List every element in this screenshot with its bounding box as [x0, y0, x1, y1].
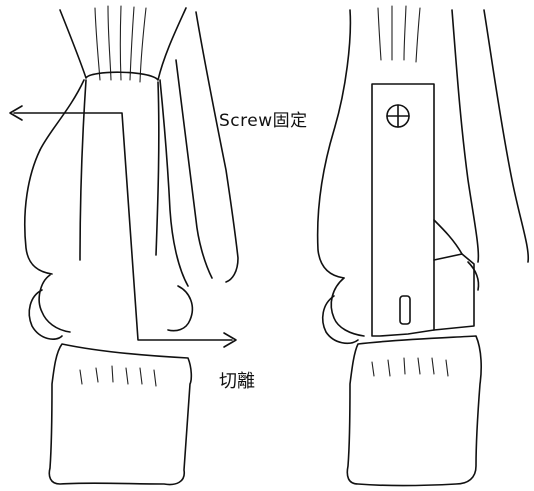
- screw-fixation-label: Screw固定: [219, 106, 308, 131]
- bone-fragment-outline: [372, 84, 434, 336]
- left-ankle-drawing: [10, 6, 238, 484]
- left-calcaneus-outline: [49, 344, 191, 484]
- right-calcaneus-outline: [347, 336, 481, 486]
- right-tendon-fibers: [378, 6, 420, 62]
- left-tendon-fibers: [95, 6, 146, 82]
- fragment-slot: [400, 296, 410, 324]
- right-calcaneus-ticks: [372, 358, 448, 376]
- screw-head-icon: [387, 105, 409, 127]
- right-ankle-drawing: [318, 6, 529, 486]
- osteotomy-label: 切離: [219, 367, 255, 393]
- left-tibia-outline: [60, 8, 186, 80]
- left-calcaneus-ticks: [80, 366, 156, 386]
